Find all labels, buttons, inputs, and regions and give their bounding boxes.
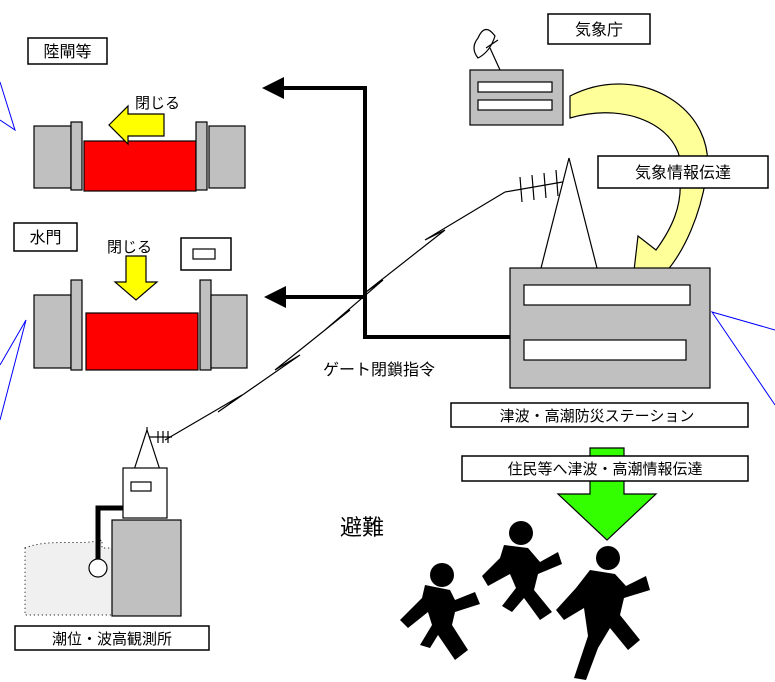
station-label-box: 津波・高潮防災ステーション (450, 402, 749, 428)
running-person-icon (556, 546, 650, 680)
observatory (111, 427, 182, 617)
sluice-label: 水門 (29, 228, 61, 247)
callout-lines (0, 81, 775, 421)
sluice-door (85, 312, 199, 371)
running-person-icon (400, 563, 480, 660)
arrow-to-sluice (264, 286, 286, 308)
station-label: 津波・高潮防災ステーション (500, 407, 695, 425)
running-people (400, 521, 650, 680)
jma-label-box: 気象庁 (547, 13, 651, 45)
resident-info-label: 住民等へ津波・高潮情報伝達 (507, 460, 702, 478)
lightning-radio-icon (164, 191, 506, 441)
land-gate-close-arrow (108, 104, 165, 146)
arrow-to-land-gate (262, 77, 284, 99)
sensor-cable (95, 505, 123, 560)
sluice-control-box (180, 237, 232, 271)
land-gate-close-label: 閉じる (135, 94, 180, 112)
sluice-gate (33, 279, 248, 371)
land-gate-door (83, 140, 197, 192)
weather-info-label: 気象情報伝達 (635, 163, 731, 182)
sluice-close-label: 閉じる (107, 238, 152, 256)
weather-info-label-box: 気象情報伝達 (597, 155, 769, 189)
land-gate-label: 陸閘等 (43, 42, 91, 61)
sensor-float (88, 558, 108, 578)
sea-water (24, 539, 123, 616)
jma-equipment (469, 69, 564, 126)
gate-command-lines (280, 86, 510, 339)
station-building (509, 267, 711, 389)
jma-label: 気象庁 (575, 20, 623, 39)
observatory-label-box: 潮位・波高観測所 (14, 625, 210, 651)
station-tower (539, 157, 599, 273)
running-person-icon (482, 521, 562, 620)
land-gate (33, 121, 246, 192)
land-gate-label-box: 陸閘等 (27, 37, 108, 65)
sluice-close-arrow (113, 255, 159, 301)
evacuation-label: 避難 (340, 516, 384, 541)
parabolic-antenna-icon (473, 28, 501, 71)
resident-info-label-box: 住民等へ津波・高潮情報伝達 (461, 455, 749, 482)
observatory-label: 潮位・波高観測所 (52, 630, 172, 648)
sluice-label-box: 水門 (13, 222, 78, 252)
gate-command-label: ゲート閉鎖指令 (323, 360, 435, 379)
